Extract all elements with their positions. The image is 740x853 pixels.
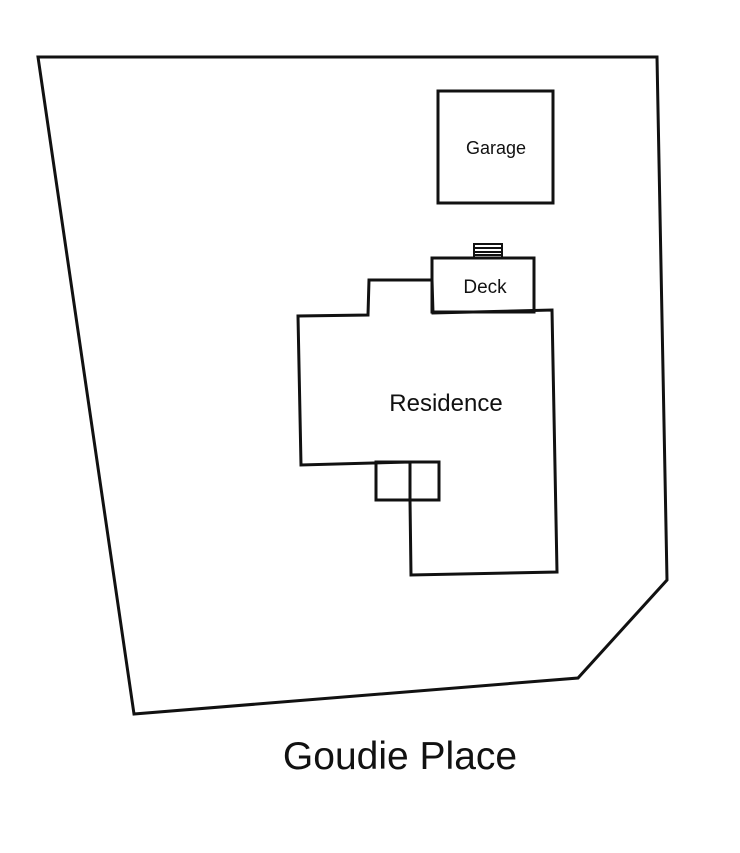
- street-label: Goudie Place: [283, 735, 517, 778]
- property-boundary: [36, 55, 669, 716]
- residence-building: [296, 278, 559, 577]
- deck-stairs: [473, 243, 503, 259]
- deck-label: Deck: [463, 277, 507, 298]
- garage-label: Garage: [466, 138, 526, 158]
- residence-label: Residence: [389, 390, 502, 417]
- garage-building: [436, 89, 555, 205]
